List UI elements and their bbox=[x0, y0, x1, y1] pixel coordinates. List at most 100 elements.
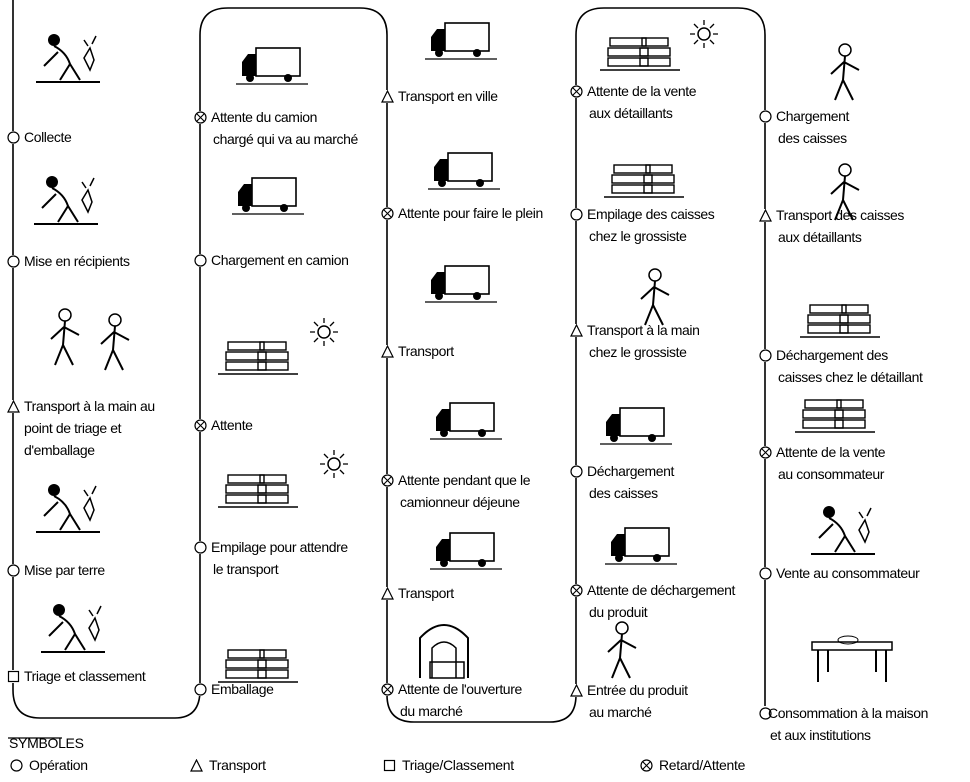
delay-crossed-circle-icon bbox=[193, 110, 207, 124]
step-label: Mise par terre bbox=[24, 559, 105, 581]
legend-label: Retard/Attente bbox=[659, 757, 746, 773]
step-label-line: Transport bbox=[398, 343, 454, 359]
loading-truck-illustration bbox=[232, 170, 322, 245]
step-label: Transport bbox=[398, 582, 454, 604]
step-label-line: Transport en ville bbox=[398, 88, 498, 104]
truck-illustration bbox=[605, 520, 695, 595]
step-label: Collecte bbox=[24, 126, 72, 148]
step-label-line: camionneur déjeune bbox=[400, 494, 520, 510]
carrying-illustration bbox=[35, 305, 125, 380]
step-label-line: du produit bbox=[589, 604, 648, 620]
delay-crossed-circle-icon bbox=[758, 445, 772, 459]
step-label: Attente de la vente aux détaillants bbox=[587, 80, 697, 124]
step-label-line: des caisses bbox=[589, 485, 658, 501]
step-label-line: Collecte bbox=[24, 129, 72, 145]
step-label-line: Transport à la main bbox=[587, 322, 700, 338]
operation-circle-icon bbox=[193, 253, 207, 267]
delay-crossed-circle-icon bbox=[569, 583, 583, 597]
legend-label: Opération bbox=[29, 757, 88, 773]
step-label: Transport en ville bbox=[398, 85, 498, 107]
transport-triangle-icon bbox=[569, 323, 583, 337]
step-label-line: Consommation à la maison bbox=[768, 705, 929, 721]
step-label: Chargement des caisses bbox=[776, 105, 849, 149]
step-label-line: caisses chez le détaillant bbox=[778, 369, 923, 385]
step-label-line: du marché bbox=[400, 703, 463, 719]
step-label-line: d'emballage bbox=[24, 442, 95, 458]
delay-crossed-circle-icon bbox=[640, 758, 653, 772]
step-label-line: au marché bbox=[589, 704, 652, 720]
step-label: Déchargement des caisses chez le détailla… bbox=[776, 344, 923, 388]
step-label: Attente de l'ouverture du marché bbox=[398, 678, 522, 722]
transport-triangle-icon bbox=[380, 586, 394, 600]
step-label-line: Entrée du produit bbox=[587, 682, 688, 698]
laying-on-ground-illustration bbox=[30, 478, 120, 553]
truck-illustration bbox=[430, 395, 520, 470]
step-label-line: Chargement bbox=[776, 108, 850, 124]
transport-triangle-icon bbox=[6, 399, 20, 413]
step-label-line: chez le grossiste bbox=[589, 344, 687, 360]
carrying-crates-illustration bbox=[815, 160, 905, 235]
operation-circle-icon bbox=[6, 130, 20, 144]
step-label-line: chargé qui va au marché bbox=[213, 131, 358, 147]
wholesaler-stacking-illustration bbox=[604, 145, 694, 220]
step-label-line: le transport bbox=[213, 561, 279, 577]
carrying-illustration bbox=[625, 265, 715, 340]
step-label: Emballage bbox=[211, 678, 274, 700]
legend-item-operation: Opération bbox=[10, 757, 88, 773]
sun-icon bbox=[310, 318, 400, 393]
truck-illustration bbox=[430, 525, 520, 600]
transport-triangle-icon bbox=[380, 344, 394, 358]
filling-containers-illustration bbox=[28, 170, 118, 245]
operation-circle-icon bbox=[193, 540, 207, 554]
step-label-line: Empilage pour attendre bbox=[211, 539, 348, 555]
retail-stack-illustration bbox=[795, 380, 885, 455]
operation-circle-icon bbox=[6, 254, 20, 268]
legend-item-delay: Retard/Attente bbox=[640, 757, 745, 773]
operation-circle-icon bbox=[569, 464, 583, 478]
step-label-line: Attente de déchargement bbox=[587, 582, 736, 598]
step-label-line: Attente de l'ouverture bbox=[398, 681, 522, 697]
step-label-line: aux détaillants bbox=[778, 229, 862, 245]
step-label-line: Déchargement des bbox=[776, 347, 888, 363]
retailer-unloading-illustration bbox=[800, 285, 890, 360]
step-label-line: Transport à la main au bbox=[24, 398, 155, 414]
truck-illustration bbox=[236, 40, 326, 115]
step-label-line: Triage et classement bbox=[24, 668, 146, 684]
step-label-line: Attente de la vente bbox=[587, 83, 697, 99]
harvesting-illustration bbox=[30, 28, 120, 103]
legend-item-transport: Transport bbox=[190, 757, 266, 773]
step-label-line: des caisses bbox=[778, 130, 847, 146]
operation-circle-icon bbox=[193, 682, 207, 696]
step-label-line: Empilage des caisses bbox=[587, 206, 715, 222]
step-label-line: Attente pour faire le plein bbox=[398, 205, 543, 221]
legend-label: Transport bbox=[209, 757, 266, 773]
sun-icon bbox=[320, 450, 410, 525]
legend-item-sorting: Triage/Classement bbox=[383, 757, 514, 773]
step-label: Attente bbox=[211, 414, 253, 436]
operation-circle-icon bbox=[6, 563, 20, 577]
step-label: Chargement en camion bbox=[211, 249, 349, 271]
crates-illustration bbox=[600, 18, 690, 93]
crate-stack-illustration bbox=[218, 322, 308, 397]
step-label: Mise en récipients bbox=[24, 250, 130, 272]
transport-triangle-icon bbox=[380, 89, 394, 103]
step-label-line: Emballage bbox=[211, 681, 274, 697]
step-label: Entrée du produit au marché bbox=[587, 679, 688, 723]
transport-triangle-icon bbox=[190, 758, 203, 772]
step-label-line: chez le grossiste bbox=[589, 228, 687, 244]
step-label-line: Mise par terre bbox=[24, 562, 105, 578]
step-label-line: aux détaillants bbox=[589, 105, 673, 121]
legend-label: Triage/Classement bbox=[402, 757, 514, 773]
market-gate-illustration bbox=[400, 618, 490, 693]
operation-circle-icon bbox=[758, 109, 772, 123]
step-label-line: Transport des caisses bbox=[776, 207, 905, 223]
selling-illustration bbox=[805, 500, 895, 575]
step-label-line: Attente bbox=[211, 417, 253, 433]
sorting-square-icon bbox=[6, 669, 20, 683]
